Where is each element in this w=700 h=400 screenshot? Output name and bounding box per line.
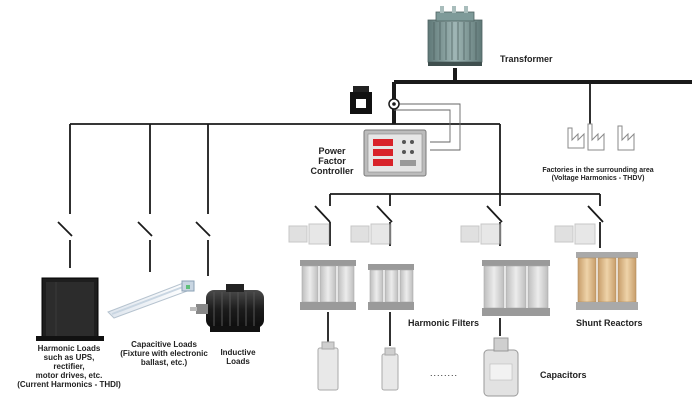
capacitor-ellipsis: ........ <box>430 368 459 378</box>
load-switch-1 <box>57 221 73 237</box>
inductive-loads-line-1: Inductive <box>220 348 256 357</box>
factories-label-line-1: Factories in the surrounding area <box>542 167 654 174</box>
harmonic-filters-label: Harmonic Filters <box>408 318 480 328</box>
current-transformer-icon <box>350 86 372 114</box>
capacitor-icon <box>317 337 519 397</box>
power-factor-controller-label: Power Factor Controller <box>304 146 360 176</box>
capacitive-loads-line-3: ballast, etc.) <box>140 358 188 367</box>
ups-icon <box>36 277 104 341</box>
pfc-label-line-2: Factor <box>318 156 346 166</box>
measurement-wiring <box>394 103 461 151</box>
pfc-label-line-1: Power <box>318 146 346 156</box>
capacitors-label: Capacitors <box>540 370 587 380</box>
capacitive-loads-line-2: (Fixture with electronic <box>120 349 208 358</box>
contactor-icon <box>288 223 596 245</box>
comp-switch-4 <box>587 205 604 223</box>
harmonic-loads-line-1: Harmonic Loads <box>37 344 101 353</box>
harmonic-loads-label: Harmonic Loads such as UPS, rectifier, m… <box>6 344 132 389</box>
capacitive-loads-line-1: Capacitive Loads <box>131 340 197 349</box>
factories-label: Factories in the surrounding area (Volta… <box>528 167 668 183</box>
factory-icon <box>567 123 635 151</box>
fluorescent-lamp-icon <box>107 280 195 319</box>
capacitive-loads-label: Capacitive Loads (Fixture with electroni… <box>112 340 216 367</box>
comp-switch-1 <box>314 205 331 223</box>
harmonic-loads-line-4: motor drives, etc. <box>35 371 103 380</box>
comp-switch-3 <box>486 205 503 223</box>
load-switch-2 <box>137 221 153 237</box>
harmonic-loads-line-5: (Current Harmonics - THDI) <box>17 380 121 389</box>
pfc-label-line-3: Controller <box>310 166 354 176</box>
inductive-loads-label: Inductive Loads <box>210 348 266 366</box>
shunt-reactors-label: Shunt Reactors <box>576 318 643 328</box>
factories-label-line-2: (Voltage Harmonics - THDV) <box>551 175 645 182</box>
main-wiring <box>57 68 692 346</box>
harmonic-loads-line-3: rectifier, <box>53 362 85 371</box>
reactor-icon <box>300 252 638 316</box>
power-factor-controller-icon <box>363 129 427 177</box>
harmonic-loads-line-2: such as UPS, <box>43 353 95 362</box>
electric-motor-icon <box>190 284 264 332</box>
load-switch-3 <box>195 221 211 237</box>
transformer-icon <box>427 6 483 66</box>
inductive-loads-line-2: Loads <box>226 357 250 366</box>
transformer-label: Transformer <box>500 54 553 64</box>
comp-switch-2 <box>376 205 393 223</box>
